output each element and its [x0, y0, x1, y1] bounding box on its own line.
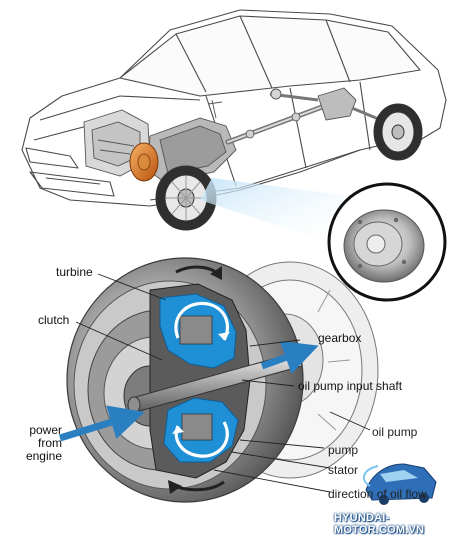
label-turbine: turbine: [56, 266, 93, 279]
torque-converter-inset: [329, 184, 445, 300]
label-oil-pump-input-shaft: oil pump input shaft: [298, 380, 402, 393]
rear-wheel: [374, 104, 422, 160]
label-stator: stator: [328, 464, 358, 477]
highlight-beam: [200, 178, 350, 246]
car-illustration: [22, 10, 446, 206]
watermark-text: HYUNDAI-MOTOR.COM.VN: [334, 512, 460, 536]
label-power-from-engine: power from engine: [10, 424, 62, 464]
label-direction-of-oil-flow: direction of oil flow: [328, 488, 427, 501]
label-pump: pump: [328, 444, 358, 457]
label-gearbox: gearbox: [318, 332, 361, 345]
car-torque-converter: [130, 143, 158, 181]
label-oil-pump: oil pump: [372, 426, 417, 439]
label-clutch: clutch: [38, 314, 69, 327]
